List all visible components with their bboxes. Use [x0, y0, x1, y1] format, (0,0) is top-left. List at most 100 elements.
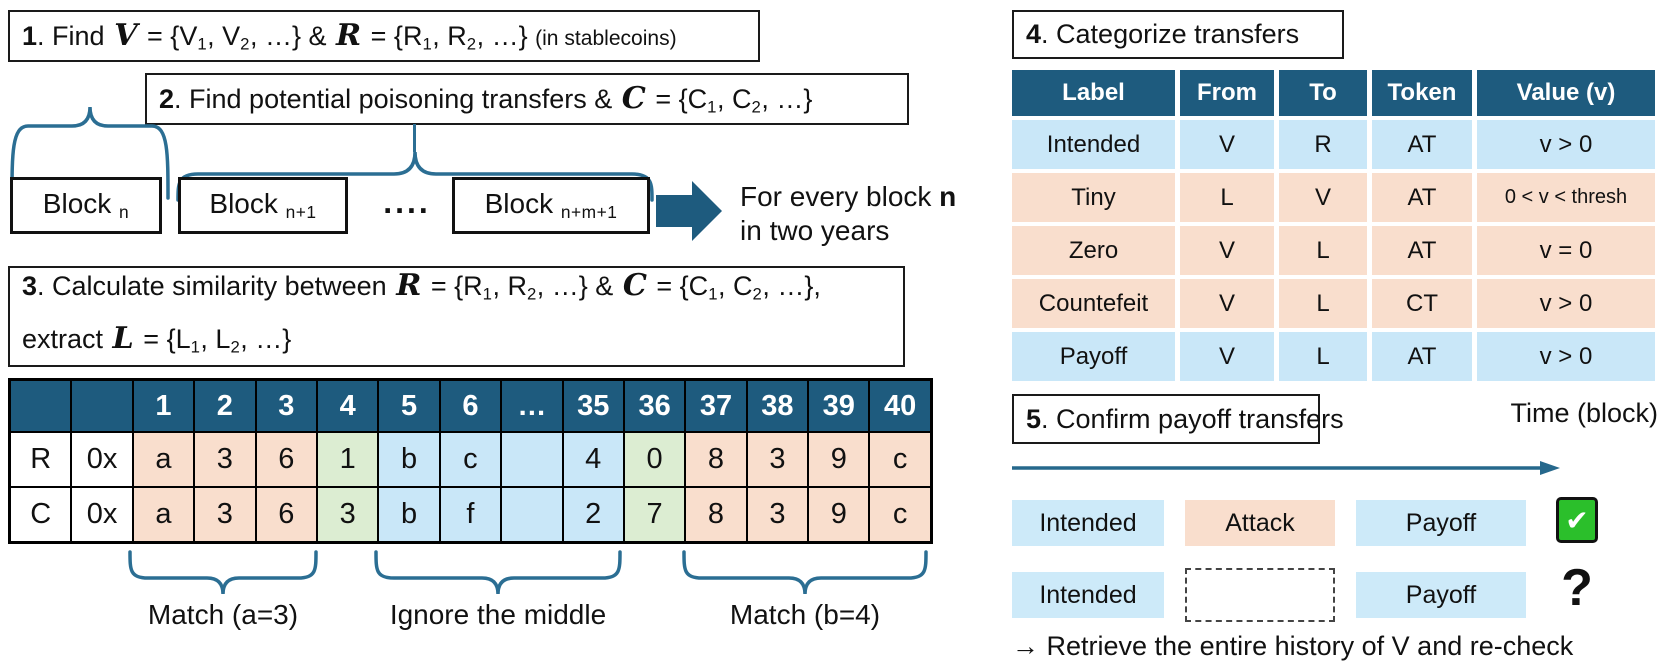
note-line1: For every block n — [740, 181, 957, 212]
cat-cell: AT — [1372, 173, 1472, 222]
sim-header-cell — [71, 380, 133, 432]
sim-header-cell: 3 — [255, 380, 317, 432]
ignore-middle-label: Ignore the middle — [389, 599, 607, 630]
cat-cell: v = 0 — [1477, 226, 1655, 275]
cat-header-cell: Label — [1012, 70, 1175, 116]
sim-header-cell: 4 — [316, 380, 379, 432]
sim-header-cell: 5 — [378, 380, 440, 432]
sim-header-cell: 38 — [746, 380, 809, 432]
block-n1-label: Block n+1 — [209, 188, 317, 222]
chip-payoff: Payoff — [1356, 500, 1526, 546]
sim-cell: 8 — [685, 432, 747, 487]
step5-text: 5. Confirm payoff transfers — [1026, 403, 1344, 434]
sim-header-cell: 36 — [623, 380, 686, 432]
cat-cell: CT — [1372, 279, 1472, 328]
cat-header-cell: From — [1180, 70, 1274, 116]
cat-cell: Tiny — [1012, 173, 1175, 222]
sim-cell: 3 — [316, 487, 379, 542]
block-arrow-icon — [656, 181, 722, 241]
sim-header-cell: 35 — [562, 380, 624, 432]
chip-payoff: Payoff — [1356, 572, 1526, 618]
brace-step2-to-blocks-icon — [176, 151, 654, 202]
cat-cell: AT — [1372, 226, 1472, 275]
brace-match-right-icon — [682, 550, 928, 595]
transfer-sequence-confirmed: Intended Attack Payoff — [1012, 500, 1526, 546]
step2-box: 2. Find potential poisoning transfers & … — [145, 73, 909, 125]
cat-cell: L — [1180, 173, 1274, 222]
cat-cell: R — [1279, 120, 1367, 169]
for-every-block-note: For every block n in two years — [740, 180, 956, 247]
block-n-box: Block n — [10, 177, 162, 234]
cat-cell: Countefeit — [1012, 279, 1175, 328]
cat-cell: V — [1180, 120, 1274, 169]
transfer-sequence-unconfirmed: Intended Payoff — [1012, 568, 1526, 622]
cat-cell: V — [1279, 173, 1367, 222]
brace-stem — [413, 124, 416, 152]
brace-ignore-middle-icon — [374, 550, 622, 595]
step2-text: 2. Find potential poisoning transfers & … — [159, 80, 813, 117]
cat-cell: Intended — [1012, 120, 1175, 169]
sim-cell: R — [10, 432, 72, 487]
cat-cell: L — [1279, 279, 1367, 328]
sim-cell: 2 — [562, 487, 624, 542]
sim-header-cell: 39 — [808, 380, 870, 432]
step4-text: 4. Categorize transfers — [1026, 19, 1300, 49]
sim-cell: 1 — [316, 432, 379, 487]
cat-cell: AT — [1372, 332, 1472, 381]
sim-cell: c — [439, 432, 502, 487]
cat-cell: v > 0 — [1477, 120, 1655, 169]
time-axis-label: Time (block) — [1510, 398, 1658, 428]
cat-cell: L — [1279, 226, 1367, 275]
sim-header-cell: 40 — [869, 380, 931, 432]
sim-cell: 4 — [562, 432, 624, 487]
match-left-label: Match (a=3) — [147, 599, 299, 630]
block-nm1-box: Block n+m+1 — [452, 177, 650, 234]
note-line2: in two years — [740, 214, 890, 246]
retrieve-history-note: → Retrieve the entire history of V and r… — [1012, 631, 1574, 661]
ellipsis-between-blocks: .... — [383, 184, 431, 220]
sim-header-cell: 1 — [132, 380, 195, 432]
sim-cell: a — [132, 432, 195, 487]
sim-header-cell: 2 — [194, 380, 256, 432]
block-nm1-label: Block n+m+1 — [484, 188, 618, 222]
step3-box: 3. Calculate similarity between R = {R1,… — [8, 266, 905, 367]
sim-cell: 3 — [746, 432, 809, 487]
cat-cell: Zero — [1012, 226, 1175, 275]
question-mark: ? — [1561, 559, 1593, 617]
sim-cell: f — [439, 487, 502, 542]
step3-line2: extract L = {L1, L2, …} — [22, 320, 292, 357]
cat-header-cell: Value (v) — [1477, 70, 1655, 116]
sim-header-cell: 37 — [685, 380, 747, 432]
cat-cell: V — [1180, 332, 1274, 381]
chip-attack: Attack — [1185, 500, 1335, 546]
cat-cell: AT — [1372, 120, 1472, 169]
cat-cell: v > 0 — [1477, 332, 1655, 381]
sim-cell: b — [378, 432, 440, 487]
brace-step1-to-block-icon — [10, 106, 170, 200]
sim-cell: 0 — [623, 432, 686, 487]
sim-cell: 9 — [808, 432, 870, 487]
cat-cell: v > 0 — [1477, 279, 1655, 328]
sim-cell: 3 — [194, 432, 256, 487]
cat-header-cell: Token — [1372, 70, 1472, 116]
chip-intended: Intended — [1012, 572, 1164, 618]
step5-box: 5. Confirm payoff transfers — [1012, 394, 1344, 444]
sim-cell: c — [869, 487, 931, 542]
sim-cell: b — [378, 487, 440, 542]
sim-cell: c — [869, 432, 931, 487]
chip-intended: Intended — [1012, 500, 1164, 546]
step1-box: 1. Find V = {V1, V2, …} & R = {R1, R2, …… — [8, 10, 760, 62]
cat-cell: L — [1279, 332, 1367, 381]
sim-cell: C — [10, 487, 72, 542]
cat-cell: Payoff — [1012, 332, 1175, 381]
sim-cell: 9 — [808, 487, 870, 542]
sim-cell: 6 — [255, 432, 317, 487]
cat-cell: V — [1180, 226, 1274, 275]
time-arrow-icon — [1012, 461, 1560, 475]
block-n-label: Block n — [42, 188, 130, 222]
sim-cell: a — [132, 487, 195, 542]
sim-cell: 6 — [255, 487, 317, 542]
